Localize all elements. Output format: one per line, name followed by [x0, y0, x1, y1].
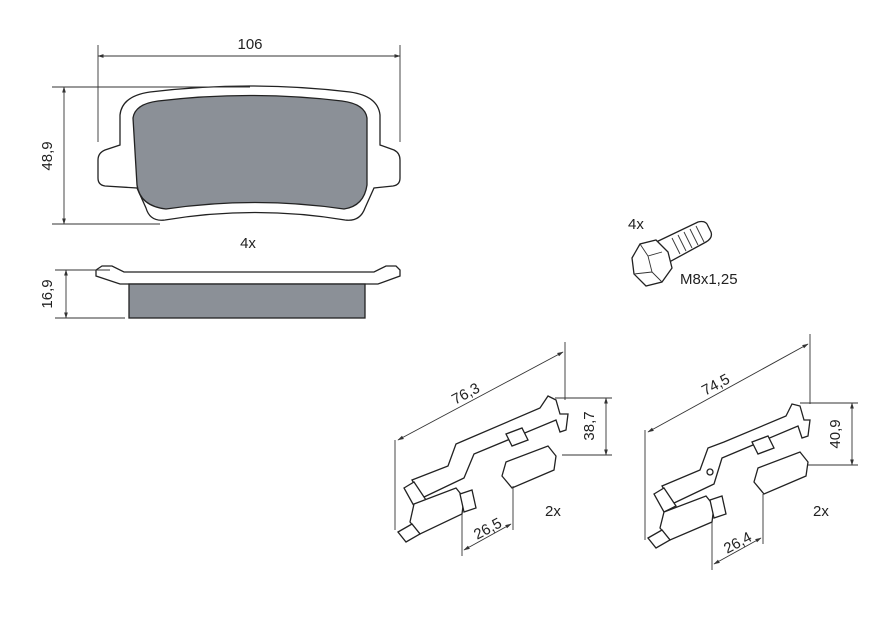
right-clip-tab-mid	[709, 495, 727, 519]
pad-thickness-dimension: 16,9	[39, 269, 125, 319]
brake-pad-side-view	[95, 265, 401, 319]
right-clip-height-dimension: 40,9	[800, 402, 858, 466]
right-clip-height-label: 40,9	[827, 419, 844, 448]
pad-side-friction-material	[128, 283, 366, 319]
pad-height-label: 48,9	[39, 141, 56, 170]
pad-friction-material	[132, 94, 368, 210]
pad-width-dimension: 106	[97, 36, 401, 142]
left-clip-spacing-label: 26,5	[471, 515, 505, 544]
right-clip-spacing-label: 26,4	[721, 529, 755, 558]
right-clip-drawing	[647, 403, 811, 549]
left-clip-quantity-label: 2x	[545, 503, 561, 520]
left-clip-height-label: 38,7	[581, 411, 598, 440]
bolt-quantity-label: 4x	[628, 216, 644, 233]
right-clip-leg-left-foot	[647, 529, 671, 549]
bolt-threads	[671, 225, 705, 255]
pad-side-backing-plate	[95, 265, 401, 285]
bolt-thread-label: M8x1,25	[680, 271, 738, 288]
bolt-hex-head	[631, 239, 673, 287]
pad-width-label: 106	[237, 36, 262, 53]
brake-pad-front-view	[97, 85, 401, 221]
right-clip-leg-right	[753, 451, 809, 495]
right-clip-leg-right-tab	[751, 435, 775, 455]
left-clip-drawing	[397, 395, 569, 543]
right-clip-main-strip	[661, 403, 811, 505]
left-clip-leg-left-foot	[397, 523, 421, 543]
left-clip-tab-mid	[459, 489, 477, 513]
bolt-drawing	[631, 220, 713, 287]
right-clip-tab-front	[653, 487, 677, 513]
pad-quantity-label: 4x	[240, 235, 256, 252]
left-clip-height-dimension: 38,7	[555, 397, 612, 456]
right-clip-quantity-label: 2x	[813, 503, 829, 520]
pad-height-dimension: 48,9	[39, 86, 250, 225]
left-clip-leg-right	[501, 445, 557, 489]
right-clip-hole	[706, 468, 714, 476]
pad-thickness-label: 16,9	[39, 279, 56, 308]
